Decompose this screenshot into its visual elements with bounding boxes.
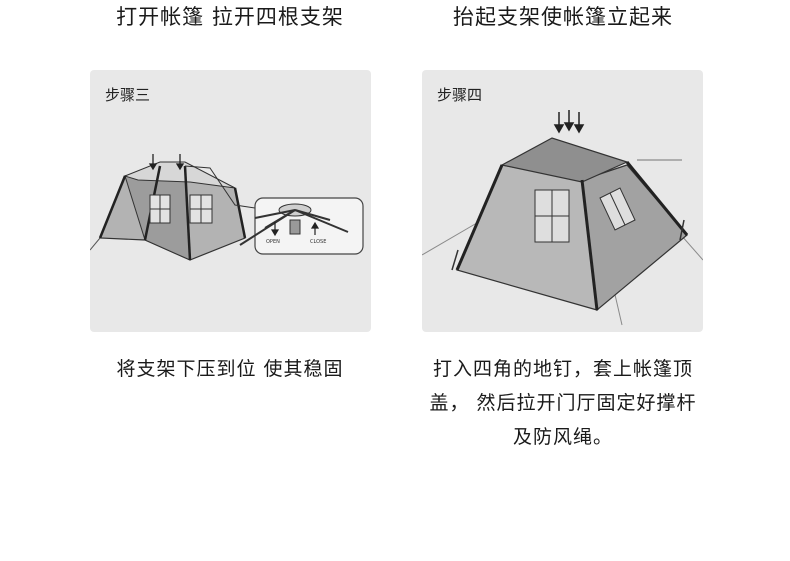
step-four-heading: 抬起支架使帐篷立起来: [398, 2, 728, 32]
step-four-caption: 打入四角的地钉，套上帐篷顶盖， 然后拉开门厅固定好撑杆及防风绳。: [428, 352, 698, 454]
inset-close-label: CLOSE: [310, 239, 326, 245]
step-three-caption: 将支架下压到位 使其稳固: [65, 352, 395, 386]
step-three-heading: 打开帐篷 拉开四根支架: [65, 2, 395, 32]
step-four-illustration-panel: 步骤四: [422, 70, 703, 332]
step-three-illustration-panel: OPEN CLOSE 步骤三: [90, 70, 371, 332]
step-three-label: 步骤三: [105, 84, 150, 105]
step-four-label: 步骤四: [437, 84, 482, 105]
inset-open-label: OPEN: [266, 239, 280, 245]
tent-raised-illustration: [422, 70, 703, 332]
tent-push-down-illustration: OPEN CLOSE: [90, 70, 371, 332]
